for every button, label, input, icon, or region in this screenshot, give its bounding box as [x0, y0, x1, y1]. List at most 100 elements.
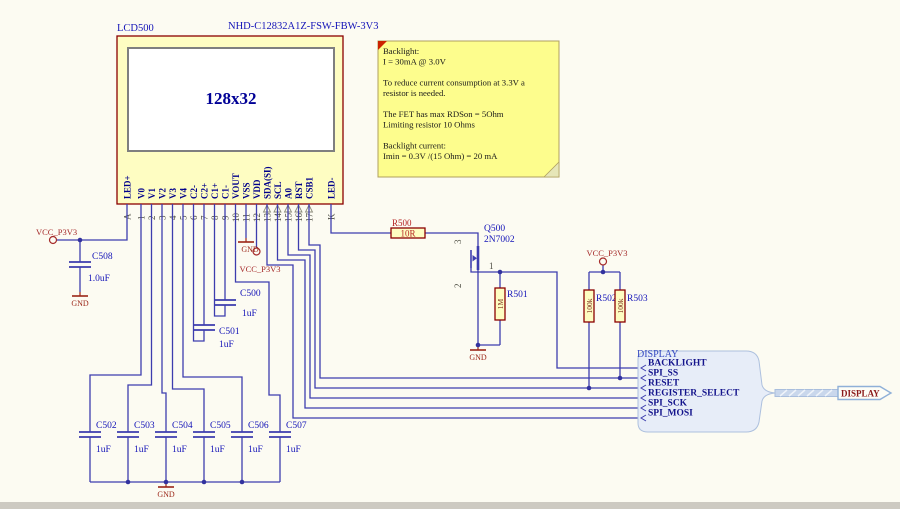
wire-vout[interactable] [234, 204, 281, 432]
capacitor-c508[interactable]: C508 1.0uF [69, 252, 113, 284]
port-shape[interactable] [837, 385, 893, 401]
gnd-net-label[interactable]: GND [71, 299, 89, 308]
capacitor-c505[interactable]: C505 1uF [193, 421, 231, 455]
c500-value[interactable]: 1uF [242, 309, 257, 319]
capacitor-plates[interactable] [193, 431, 215, 438]
power-port-gnd-rail[interactable]: GND [157, 482, 175, 499]
vcc-net-label[interactable]: VCC_P3V3 [586, 248, 627, 258]
resistor-r502[interactable]: R502 100k [583, 289, 617, 323]
capacitor-c501[interactable]: C501 1uF [193, 324, 240, 350]
power-port-gnd-vss[interactable]: GND [238, 238, 259, 254]
note-body[interactable] [377, 40, 560, 178]
capacitor-c507[interactable]: C507 1uF [269, 421, 307, 455]
vcc-net-label[interactable]: VCC_P3V3 [239, 264, 280, 274]
power-port-gnd-c508[interactable]: GND [71, 292, 89, 308]
power-port-vcc-left[interactable]: VCC_P3V3 [36, 227, 77, 245]
wire-drain[interactable] [425, 232, 479, 246]
mosfet-q500[interactable]: Q500 2N7002 3 2 1 [453, 224, 515, 288]
capacitor-plates[interactable] [231, 431, 253, 438]
wire-v3[interactable] [171, 204, 205, 432]
bus-bracket[interactable] [637, 350, 776, 433]
wire-v0[interactable] [89, 204, 142, 432]
resistor-body[interactable] [614, 289, 626, 323]
bus-signal-spi-sck[interactable]: SPI_SCK [648, 399, 688, 409]
wire-spi-ss[interactable] [308, 204, 642, 379]
r500-ref[interactable]: R500 [392, 218, 412, 228]
r501-ref[interactable]: R501 [507, 290, 528, 300]
power-port-vcc-vdd[interactable]: VCC_P3V3 [239, 247, 281, 274]
resistor-body[interactable] [390, 227, 426, 239]
capacitor-plates[interactable] [155, 431, 177, 438]
capacitor-c506[interactable]: C506 1uF [231, 421, 269, 455]
capacitor-plates[interactable] [117, 431, 139, 438]
r500-value[interactable]: 10R [400, 229, 415, 239]
wire-spi-sck[interactable] [276, 204, 643, 409]
c506-value[interactable]: 1uF [248, 445, 263, 455]
power-port-vcc-pullups[interactable]: VCC_P3V3 [586, 248, 628, 266]
r503-ref[interactable]: R503 [627, 294, 648, 304]
lcd-component[interactable]: 128x32 LCD500 NHD-C12832A1Z-FSW-FBW-3V3 … [116, 21, 379, 222]
c506-ref[interactable]: C506 [248, 421, 269, 431]
capacitor-plates[interactable] [79, 431, 101, 438]
resistor-r503[interactable]: R503 100k [614, 289, 648, 323]
c508-ref[interactable]: C508 [92, 252, 113, 262]
c502-value[interactable]: 1uF [96, 445, 111, 455]
vcc-net-label[interactable]: VCC_P3V3 [36, 227, 77, 237]
c502-ref[interactable]: C502 [96, 421, 117, 431]
bus-signal-spi-ss[interactable]: SPI_SS [648, 369, 678, 379]
bus-signal-register-select[interactable]: REGISTER_SELECT [648, 389, 740, 399]
c507-value[interactable]: 1uF [286, 445, 301, 455]
port-label[interactable]: DISPLAY [841, 389, 880, 399]
capacitor-plates[interactable] [269, 431, 291, 438]
r502-value[interactable]: 100k [585, 298, 594, 313]
r502-ref[interactable]: R502 [596, 294, 617, 304]
capacitor-c500[interactable]: C500 1uF [214, 289, 261, 319]
wire-v4[interactable] [182, 204, 243, 432]
resistor-body[interactable] [494, 287, 506, 321]
c503-ref[interactable]: C503 [134, 421, 155, 431]
lcd-part-number[interactable]: NHD-C12832A1Z-FSW-FBW-3V3 [228, 21, 379, 32]
wire-c1-loop[interactable] [213, 204, 226, 317]
wire-spi-mosi[interactable] [266, 204, 642, 419]
bus-title[interactable]: DISPLAY [637, 349, 678, 360]
hierarchical-port-display[interactable]: DISPLAY [837, 385, 893, 401]
wire-reset[interactable] [297, 204, 643, 389]
c501-ref[interactable]: C501 [219, 327, 240, 337]
capacitor-c504[interactable]: C504 1uF [155, 421, 193, 455]
wire-c2-loop[interactable] [192, 204, 205, 342]
c501-value[interactable]: 1uF [219, 340, 234, 350]
gnd-net-label[interactable]: GND [241, 245, 259, 254]
display-bus[interactable]: DISPLAY BACKLIGHT SPI_SS RESET REGISTER_… [637, 349, 893, 433]
bus-signal-reset[interactable]: RESET [648, 379, 680, 389]
resistor-body[interactable] [583, 289, 595, 323]
wire-led-minus[interactable] [330, 204, 391, 234]
c505-ref[interactable]: C505 [210, 421, 231, 431]
c504-ref[interactable]: C504 [172, 421, 193, 431]
lcd-ref[interactable]: LCD500 [117, 23, 154, 34]
gnd-net-label[interactable]: GND [469, 353, 487, 362]
c500-ref[interactable]: C500 [240, 289, 261, 299]
resistor-r500[interactable]: R500 10R [390, 218, 426, 239]
r501-value[interactable]: 1M [496, 298, 505, 309]
c508-value[interactable]: 1.0uF [88, 274, 110, 284]
q500-value[interactable]: 2N7002 [484, 235, 515, 245]
c505-value[interactable]: 1uF [210, 445, 225, 455]
wire-v1[interactable] [127, 204, 153, 432]
resistor-r501[interactable]: R501 1M [494, 287, 528, 321]
bus-signal-spi-mosi[interactable]: SPI_MOSI [648, 409, 693, 419]
capacitor-plates[interactable] [214, 299, 236, 306]
c504-value[interactable]: 1uF [172, 445, 187, 455]
bus-signal-backlight[interactable]: BACKLIGHT [648, 359, 707, 369]
r503-value[interactable]: 100k [616, 298, 625, 313]
design-note[interactable]: Backlight: I = 30mA @ 3.0V To reduce cur… [377, 40, 560, 178]
wire-register-select[interactable] [287, 204, 642, 399]
power-port-gnd-q500[interactable]: GND [469, 345, 487, 362]
c503-value[interactable]: 1uF [134, 445, 149, 455]
gnd-net-label[interactable]: GND [157, 490, 175, 499]
q500-ref[interactable]: Q500 [484, 224, 505, 234]
capacitor-plates[interactable] [193, 324, 215, 331]
capacitor-plates[interactable] [69, 261, 91, 268]
wire-v2[interactable] [161, 204, 167, 432]
capacitor-c502[interactable]: C502 1uF [79, 421, 117, 455]
wire-backlight-gate[interactable] [470, 268, 642, 369]
